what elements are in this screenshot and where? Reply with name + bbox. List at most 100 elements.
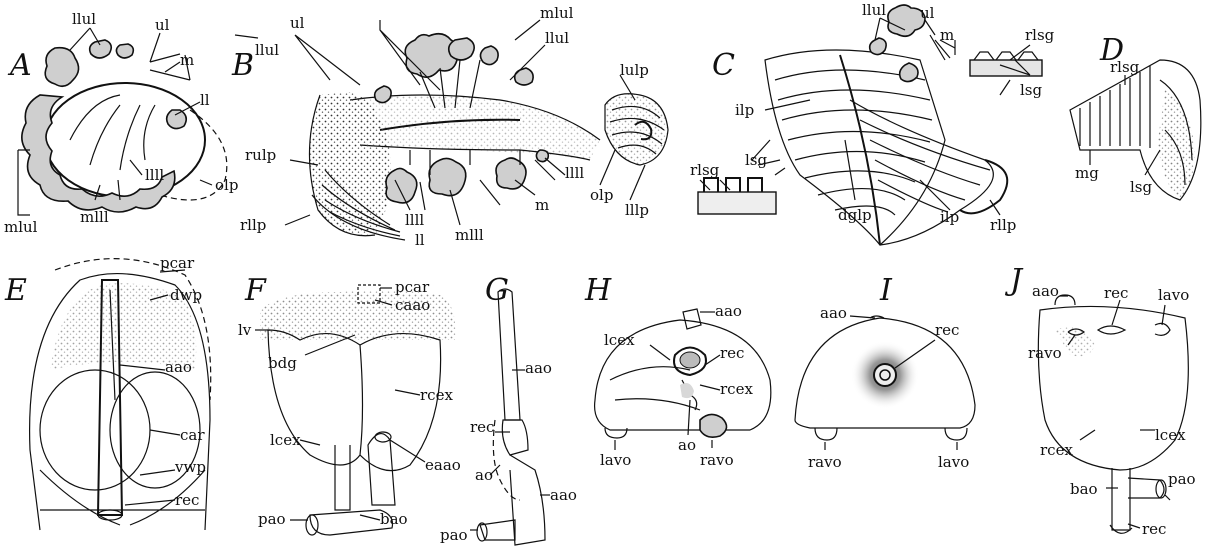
label-f-lv: lv xyxy=(238,321,252,339)
label-b-olp: olp xyxy=(590,186,613,204)
label-f-pcar: pcar xyxy=(395,278,430,296)
label-a-ll: ll xyxy=(200,91,210,109)
label-b-llul-left: llul xyxy=(255,41,279,59)
label-e-dwp: dwp xyxy=(170,286,202,304)
label-f-lcex: lcex xyxy=(270,431,301,449)
label-g-aao-top: aao xyxy=(525,359,552,377)
label-j-aao: aao xyxy=(1032,282,1059,300)
panel-j: J aao rec lavo ravo rcex xyxy=(1004,263,1196,538)
label-f-rcex: rcex xyxy=(420,386,453,404)
label-c-lsg-mid: lsg xyxy=(745,151,767,169)
label-j-lcex: lcex xyxy=(1155,426,1186,444)
label-h-rec: rec xyxy=(720,344,744,362)
label-e-pcar: pcar xyxy=(160,254,195,272)
label-c-rlsg-left: rlsg xyxy=(690,161,720,179)
label-i-rec: rec xyxy=(935,321,959,339)
label-c-rlsg-top: rlsg xyxy=(1025,26,1055,44)
label-j-pao: pao xyxy=(1168,470,1196,488)
label-c-llul: llul xyxy=(862,1,886,19)
label-b-llll-right: llll xyxy=(565,164,584,182)
label-g-rec: rec xyxy=(470,418,494,436)
label-j-rec-top: rec xyxy=(1104,284,1128,302)
label-h-lavo: lavo xyxy=(600,451,631,469)
label-h-ao: ao xyxy=(678,436,696,454)
panel-f: F pcar caao lv bdg rcex lcex xyxy=(238,273,461,535)
label-e-vwp: vwp xyxy=(174,458,206,476)
panel-h-drawing xyxy=(595,309,771,438)
label-b-llll-mid: llll xyxy=(405,211,424,229)
panel-g-drawing xyxy=(477,289,545,545)
label-h-rcex: rcex xyxy=(720,380,753,398)
label-e-car: car xyxy=(180,426,205,444)
label-a-olp: olp xyxy=(215,176,238,194)
label-h-aao: aao xyxy=(715,302,742,320)
label-a-m: m xyxy=(180,51,194,69)
label-j-bao: bao xyxy=(1070,480,1098,498)
label-b-ll: ll xyxy=(415,231,425,249)
label-j-rec-bottom: rec xyxy=(1142,520,1166,538)
label-b-mlll: mlll xyxy=(455,226,484,244)
panel-a: A llul ul m ll olp mlul mlll xyxy=(4,10,238,236)
label-c-m: m xyxy=(940,26,954,44)
panel-letter-c: C xyxy=(712,48,735,83)
label-c-ul: ul xyxy=(920,4,935,22)
label-h-ravo: ravo xyxy=(700,451,734,469)
panel-letter-a: A xyxy=(7,48,32,83)
panel-j-drawing xyxy=(1038,295,1188,533)
label-b-rulp: rulp xyxy=(245,146,276,164)
label-j-rcex: rcex xyxy=(1040,441,1073,459)
label-f-eaao: eaao xyxy=(425,456,461,474)
panel-letter-e: E xyxy=(4,273,27,308)
label-h-lcex: lcex xyxy=(604,331,635,349)
label-c-dglp: dglp xyxy=(838,206,872,224)
label-g-pao: pao xyxy=(440,526,468,544)
label-b-m: m xyxy=(535,196,549,214)
label-i-ravo: ravo xyxy=(808,453,842,471)
label-e-aao: aao xyxy=(165,358,192,376)
label-c-rllp: rllp xyxy=(990,216,1016,234)
label-f-bao: bao xyxy=(380,510,408,528)
panel-i: I aao rec ravo lavo xyxy=(795,273,975,471)
label-b-rllp: rllp xyxy=(240,216,266,234)
panel-h: H aao lcex rec rcex ao lavo ravo xyxy=(584,273,771,469)
panel-f-drawing xyxy=(260,285,455,535)
label-f-caao: caao xyxy=(395,296,430,314)
panel-b-drawing xyxy=(309,34,668,240)
panel-a-drawing xyxy=(22,40,227,212)
label-d-lsg: lsg xyxy=(1130,178,1152,196)
label-b-lllp: lllp xyxy=(625,201,649,219)
label-a-mlul: mlul xyxy=(4,218,38,236)
label-a-llll: llll xyxy=(145,166,164,184)
label-c-lsg-top: lsg xyxy=(1020,81,1042,99)
panel-d: D rlsg mg lsg xyxy=(1070,33,1201,200)
label-d-mg: mg xyxy=(1075,164,1099,182)
label-i-lavo: lavo xyxy=(938,453,969,471)
label-f-bdg: bdg xyxy=(268,354,297,372)
label-g-aao-bottom: aao xyxy=(550,486,577,504)
label-e-rec: rec xyxy=(175,491,199,509)
panel-letter-h: H xyxy=(584,273,612,308)
panel-b: B xyxy=(231,4,668,249)
panel-letter-j: J xyxy=(1004,263,1024,298)
label-a-mlll: mlll xyxy=(80,208,109,226)
panel-letter-g: G xyxy=(485,273,509,308)
label-b-lulp: lulp xyxy=(620,61,649,79)
label-j-ravo: ravo xyxy=(1028,344,1062,362)
panel-g: G aao rec ao aao pao xyxy=(440,273,577,545)
label-f-pao: pao xyxy=(258,510,286,528)
label-j-lavo: lavo xyxy=(1158,286,1189,304)
label-b-llul-right: llul xyxy=(545,29,569,47)
panel-letter-f: F xyxy=(244,273,267,308)
label-a-llul: llul xyxy=(72,10,96,28)
panel-c: C xyxy=(690,1,1055,245)
panel-g-leaders xyxy=(470,370,550,530)
label-g-ao: ao xyxy=(475,466,493,484)
label-d-rlsg: rlsg xyxy=(1110,58,1140,76)
panel-letter-i: I xyxy=(879,273,893,308)
panel-e: E pcar dwp aao car vwp rec xyxy=(4,254,211,530)
panel-letter-b: B xyxy=(231,48,254,83)
label-b-mlul: mlul xyxy=(540,4,574,22)
label-c-ilp-bottom: ilp xyxy=(940,208,959,226)
label-c-ilp-top: ilp xyxy=(735,101,754,119)
